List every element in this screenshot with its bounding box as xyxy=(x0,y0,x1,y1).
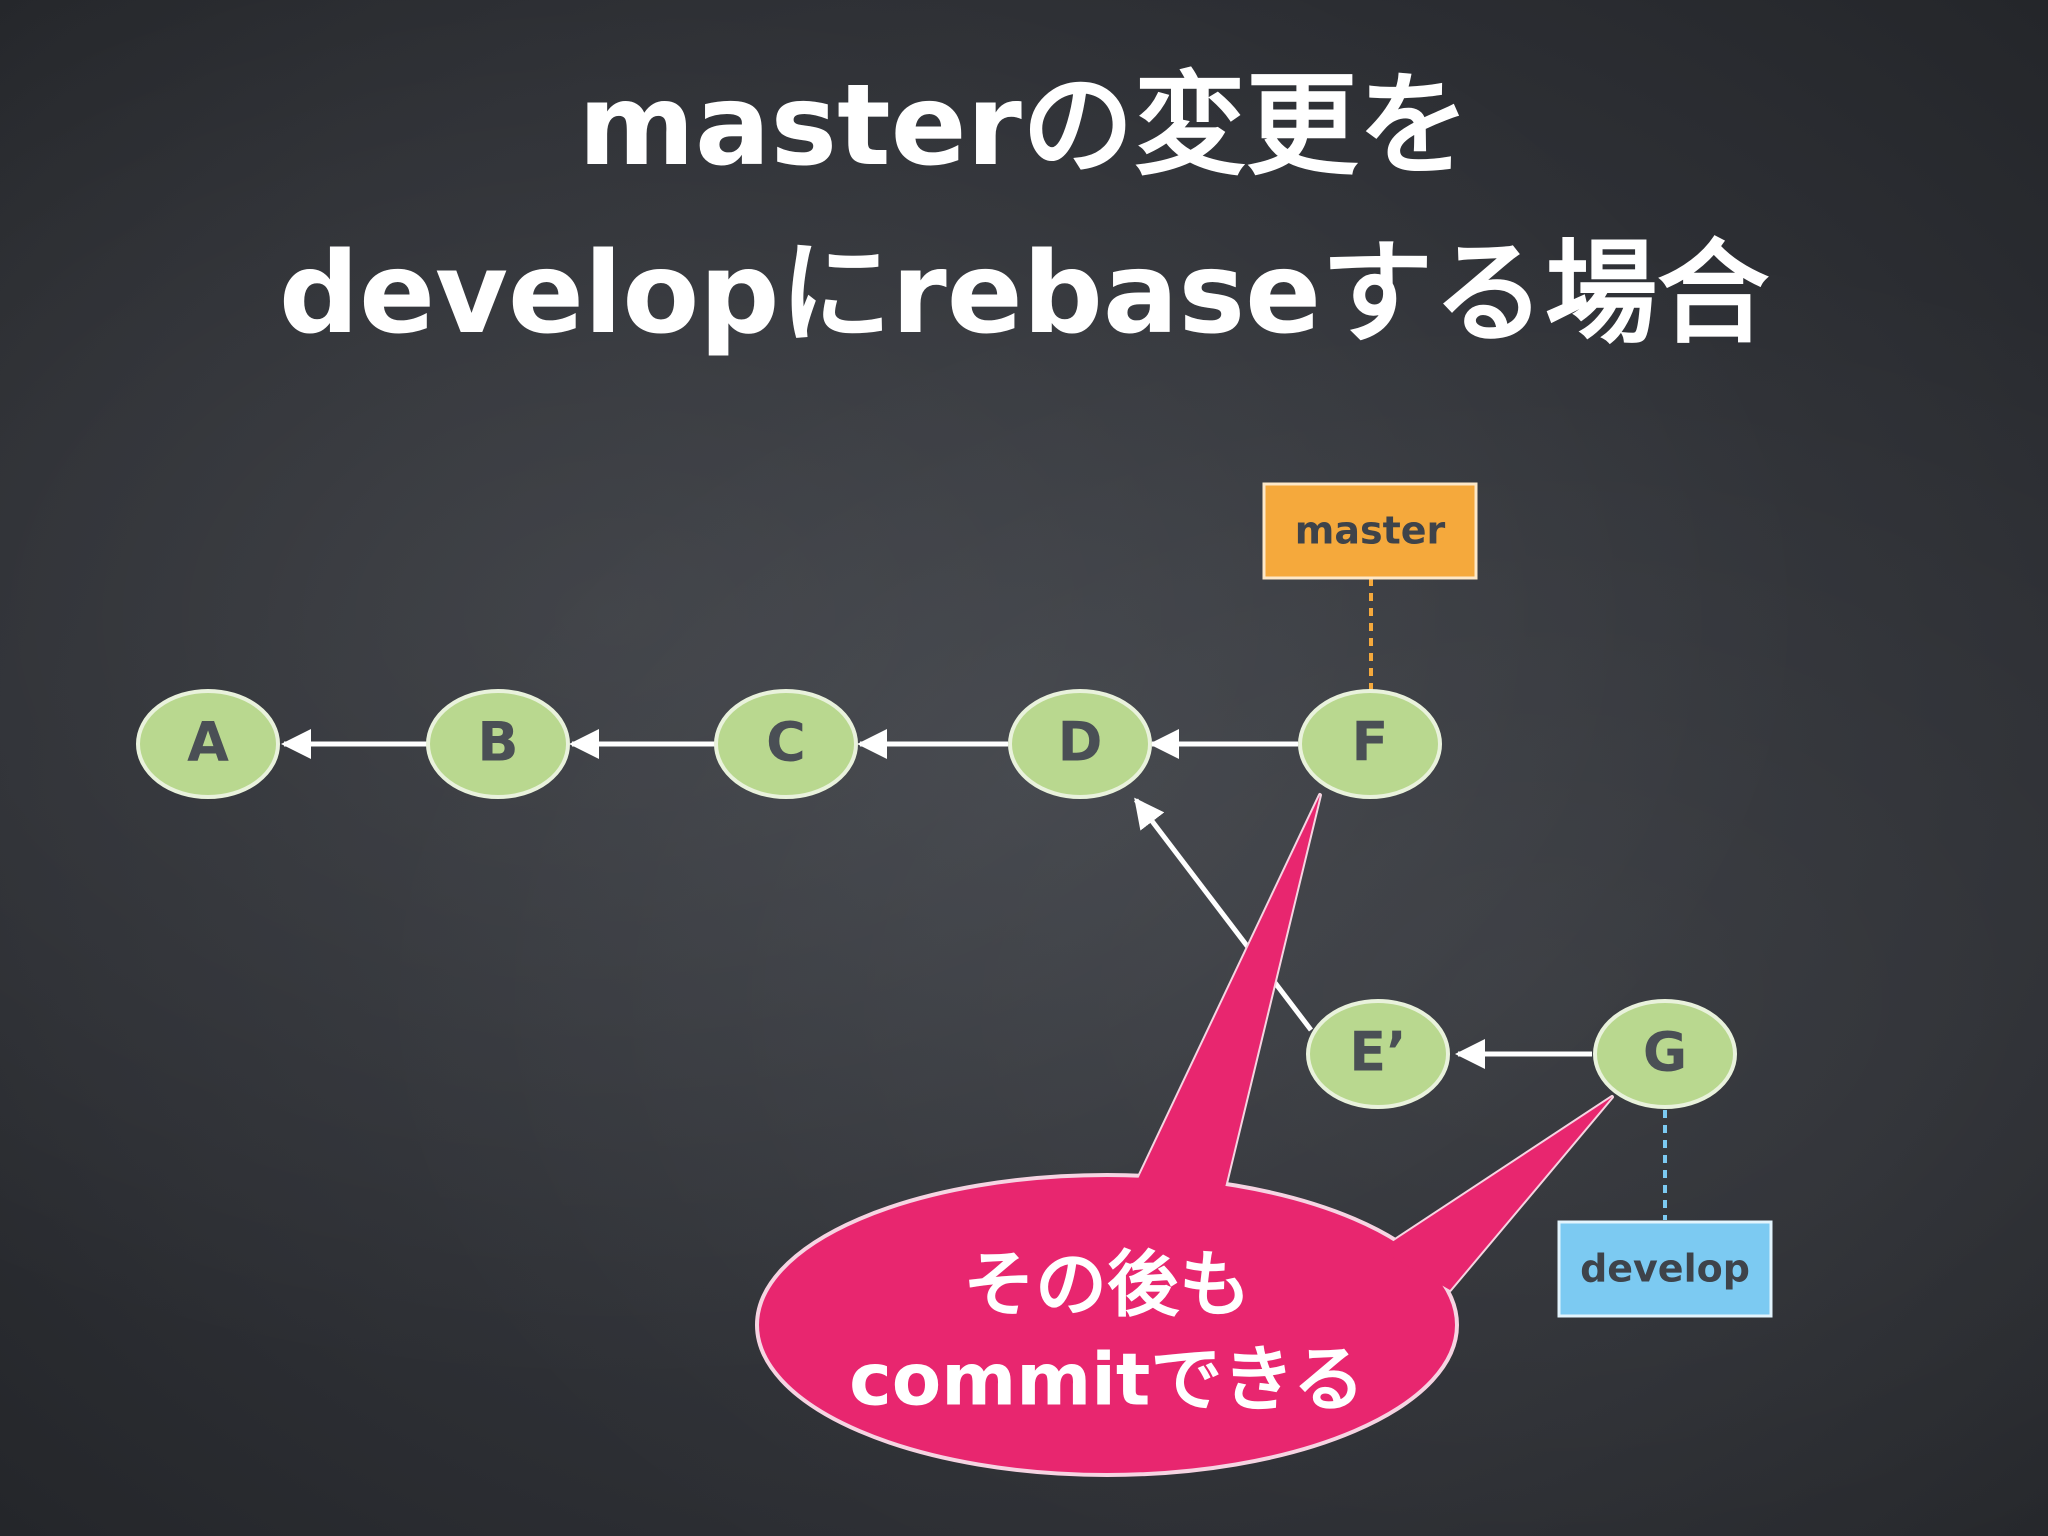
commit-node-f: F xyxy=(1298,689,1442,799)
commit-label-c: C xyxy=(766,711,806,774)
commit-label-b: B xyxy=(477,711,518,774)
commit-label-a: A xyxy=(187,711,229,774)
commit-node-e-prime: E’ xyxy=(1306,999,1450,1109)
commit-node-g: G xyxy=(1593,999,1737,1109)
arrow-eprime-to-d xyxy=(1134,797,1313,1032)
callout-text-line1: その後も xyxy=(963,1243,1251,1327)
develop-branch-label: develop xyxy=(1580,1247,1750,1291)
commit-label-f: F xyxy=(1352,711,1389,774)
callout-bubble: その後も commitできる xyxy=(755,793,1614,1477)
commit-node-a: A xyxy=(136,689,280,799)
commit-label-g: G xyxy=(1643,1021,1687,1084)
commit-label-e-prime: E’ xyxy=(1349,1021,1406,1084)
slide-title-line1: masterの変更を xyxy=(578,61,1470,191)
develop-branch-tag: develop xyxy=(1557,1220,1773,1318)
commit-node-c: C xyxy=(714,689,858,799)
commit-node-b: B xyxy=(426,689,570,799)
master-branch-tag: master xyxy=(1262,482,1478,580)
commit-label-d: D xyxy=(1058,711,1103,774)
commit-node-d: D xyxy=(1008,689,1152,799)
slide-title-line2: developにrebaseする場合 xyxy=(278,229,1770,359)
master-branch-label: master xyxy=(1295,509,1446,553)
callout-text-line2: commitできる xyxy=(849,1338,1365,1422)
